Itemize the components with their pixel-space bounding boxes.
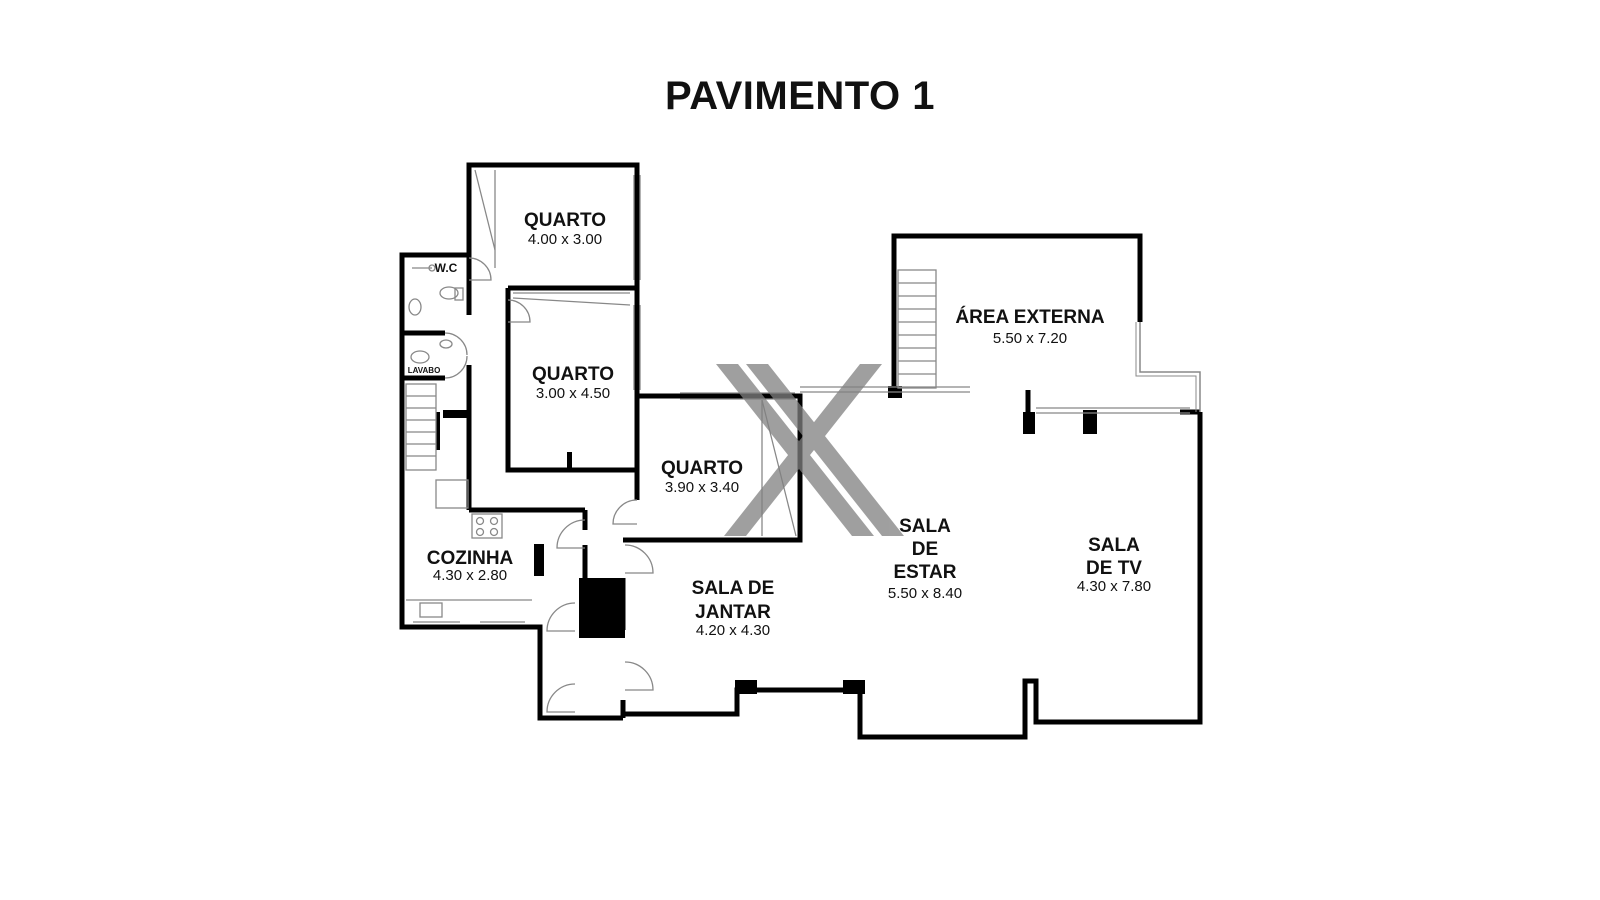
- room-name-quarto-small: QUARTO: [661, 458, 743, 479]
- room-name-lavabo: LAVABO: [408, 366, 441, 375]
- room-name-sala-tv-2: DE TV: [1086, 558, 1142, 579]
- pillars: [436, 386, 1097, 694]
- room-name-sala-estar-3: ESTAR: [894, 562, 957, 583]
- room-dims-quarto-small: 3.90 x 3.40: [665, 479, 739, 496]
- x-logo-watermark: [716, 364, 904, 536]
- room-name-quarto-top: QUARTO: [524, 210, 606, 231]
- room-dims-quarto-mid: 3.00 x 4.50: [536, 385, 610, 402]
- room-dims-cozinha: 4.30 x 2.80: [433, 567, 507, 584]
- room-name-area-externa: ÁREA EXTERNA: [955, 306, 1104, 328]
- room-name-sala-estar-2: DE: [912, 539, 938, 560]
- room-labels: QUARTO 4.00 x 3.00 QUARTO 3.00 x 4.50 QU…: [408, 210, 1151, 639]
- room-dims-sala-jantar: 4.20 x 4.30: [696, 622, 770, 639]
- room-name-wc: W.C: [435, 261, 458, 275]
- room-name-cozinha: COZINHA: [427, 548, 514, 569]
- room-name-sala-jantar-1: SALA DE: [692, 578, 775, 599]
- room-name-sala-jantar-2: JANTAR: [695, 602, 771, 623]
- room-dims-sala-estar: 5.50 x 8.40: [888, 585, 962, 602]
- room-name-sala-estar-1: SALA: [899, 516, 951, 537]
- room-dims-area-externa: 5.50 x 7.20: [993, 330, 1067, 347]
- room-name-quarto-mid: QUARTO: [532, 364, 614, 385]
- room-name-sala-tv-1: SALA: [1088, 535, 1140, 556]
- room-dims-sala-tv: 4.30 x 7.80: [1077, 578, 1151, 595]
- thin-details: [405, 169, 1201, 713]
- room-dims-quarto-top: 4.00 x 3.00: [528, 231, 602, 248]
- page-title: PAVIMENTO 1: [665, 74, 935, 118]
